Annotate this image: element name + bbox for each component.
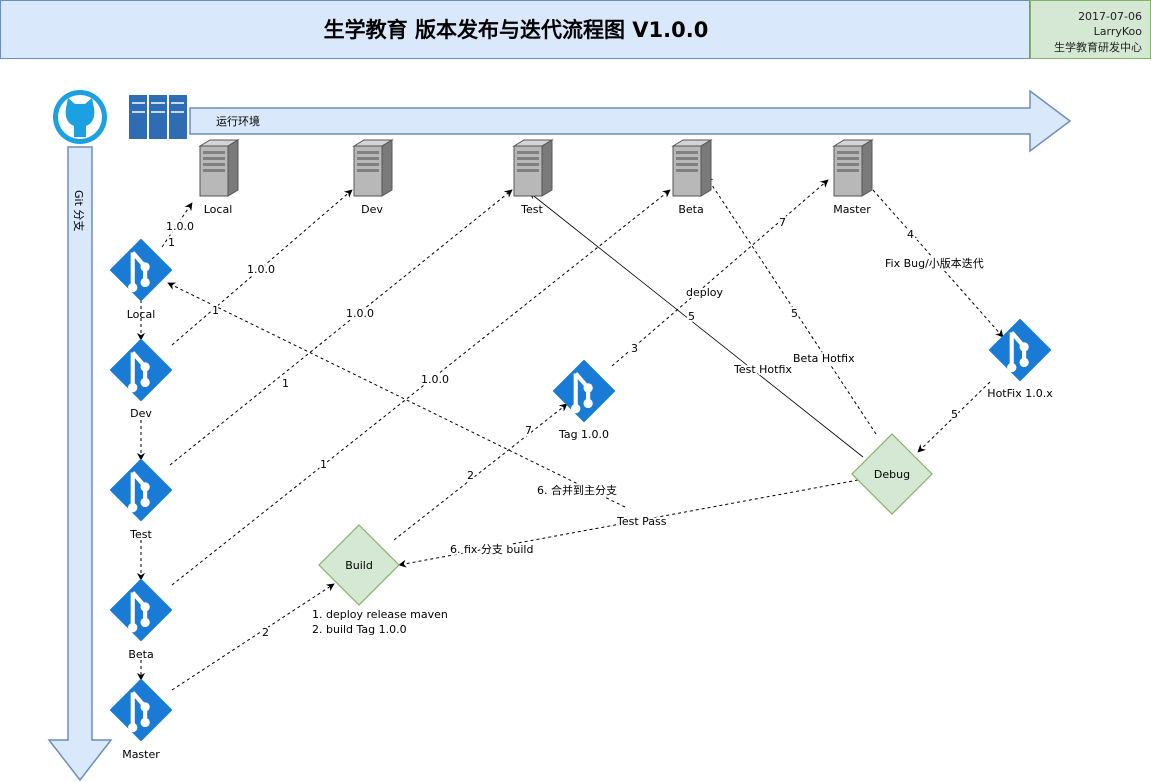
server-icon xyxy=(353,139,393,197)
branch-beta-label: Beta xyxy=(128,648,153,661)
git-branch-icon xyxy=(111,680,171,740)
server-master: Master xyxy=(833,139,873,216)
edge-local-to-local-server xyxy=(161,202,193,248)
branch-dev: Dev xyxy=(111,340,171,420)
label-test-hotfix-step: 5 xyxy=(688,310,695,323)
label-build-tag-step: 2 xyxy=(467,469,474,482)
server-rack-icon xyxy=(129,95,187,139)
info-date: 2017-07-06 xyxy=(1078,10,1142,23)
label-tag-master-step: 3 xyxy=(631,342,638,355)
node-debug-label: Debug xyxy=(874,468,910,481)
label-dev-step: 1 xyxy=(212,304,219,317)
branch-local-label: Local xyxy=(127,308,156,321)
branch-beta: Beta xyxy=(111,580,171,661)
label-test-step: 1 xyxy=(282,377,289,390)
label-hotfix-debug-step: 5 xyxy=(951,408,958,421)
label-fix-build: 6. fix 分支 build xyxy=(450,543,533,556)
build-note-2: 2. build Tag 1.0.0 xyxy=(312,623,407,636)
label-local-version: 1.0.0 xyxy=(166,220,194,233)
node-tag-label: Tag 1.0.0 xyxy=(558,428,609,441)
label-beta-step: 1 xyxy=(320,458,327,471)
server-dev: Dev xyxy=(353,139,393,216)
edge-master-server-to-hotfix xyxy=(872,189,1004,338)
server-local-label: Local xyxy=(204,203,233,216)
node-hotfix-label: HotFix 1.0.x xyxy=(987,387,1053,400)
edge-tag-to-master-server xyxy=(611,179,829,367)
label-local-step: 1 xyxy=(168,236,175,249)
node-debug: Debug xyxy=(851,433,933,515)
server-dev-label: Dev xyxy=(361,203,383,216)
label-deploy: deploy xyxy=(686,286,724,299)
info-author: LarryKoo xyxy=(1093,25,1142,38)
node-tag: Tag 1.0.0 xyxy=(554,361,614,441)
label-beta-hotfix: Beta Hotfix xyxy=(793,352,855,365)
branch-test-label: Test xyxy=(129,528,152,541)
label-master-build-step: 2 xyxy=(262,626,269,639)
server-test: Test xyxy=(513,139,553,216)
server-icon xyxy=(833,139,873,197)
server-icon xyxy=(513,139,553,197)
server-beta-label: Beta xyxy=(678,203,703,216)
label-test-hotfix: Test Hotfix xyxy=(733,363,792,376)
build-note-1: 1. deploy release maven xyxy=(312,608,448,621)
header-banner: 生学教育 版本发布与迭代流程图 V1.0.0 xyxy=(0,0,1030,59)
label-step-4: 4. xyxy=(907,228,918,241)
edge-debug-to-test-server xyxy=(529,192,864,458)
edge-test-to-test-server xyxy=(169,189,513,466)
node-build: Build xyxy=(318,524,400,606)
server-beta: Beta xyxy=(672,139,712,216)
edge-hotfix-to-debug xyxy=(917,381,991,453)
server-local: Local xyxy=(199,139,239,216)
git-tag-icon xyxy=(554,361,614,421)
server-icon xyxy=(199,139,239,197)
label-beta-version: 1.0.0 xyxy=(421,373,449,386)
git-branch-icon xyxy=(111,580,171,640)
env-arrow-label: 运行环境 xyxy=(216,114,260,128)
label-beta-hotfix-step: 5 xyxy=(791,307,798,320)
label-fix-bug: Fix Bug/小版本迭代 xyxy=(885,256,984,270)
label-master-step-7: 7 xyxy=(779,216,786,229)
label-dev-version: 1.0.0 xyxy=(247,263,275,276)
server-master-label: Master xyxy=(833,203,871,216)
git-arrow xyxy=(47,146,113,782)
label-merge-main: 6. 合并到主分支 xyxy=(537,483,617,497)
page-title: 生学教育 版本发布与迭代流程图 V1.0.0 xyxy=(323,18,709,42)
github-icon xyxy=(53,90,107,144)
node-build-label: Build xyxy=(345,559,373,572)
git-branch-icon xyxy=(111,460,171,520)
edge-build-to-tag xyxy=(393,403,568,541)
git-hotfix-icon xyxy=(990,320,1050,380)
git-branch-icon xyxy=(111,340,171,400)
git-arrow-label: Git 分支 xyxy=(72,190,85,231)
git-branch-icon xyxy=(111,240,171,300)
branch-test: Test xyxy=(111,460,171,541)
label-test-pass: Test Pass xyxy=(616,515,667,528)
server-test-label: Test xyxy=(520,203,543,216)
server-icon xyxy=(672,139,712,197)
info-org: 生学教育研发中心 xyxy=(1054,41,1142,54)
info-box: 2017-07-06 LarryKoo 生学教育研发中心 xyxy=(1030,0,1151,59)
edge-beta-to-beta-server xyxy=(171,189,671,586)
branch-dev-label: Dev xyxy=(130,407,152,420)
label-tag-step-7: 7 xyxy=(525,424,532,437)
branch-local: Local xyxy=(111,240,171,321)
label-test-version: 1.0.0 xyxy=(346,307,374,320)
branch-master-label: Master xyxy=(122,748,160,761)
edge-master-to-build xyxy=(171,583,335,691)
node-hotfix: HotFix 1.0.x xyxy=(987,320,1053,400)
env-arrow xyxy=(189,89,1072,153)
branch-master: Master xyxy=(111,680,171,761)
edge-debug-to-local xyxy=(167,282,626,508)
